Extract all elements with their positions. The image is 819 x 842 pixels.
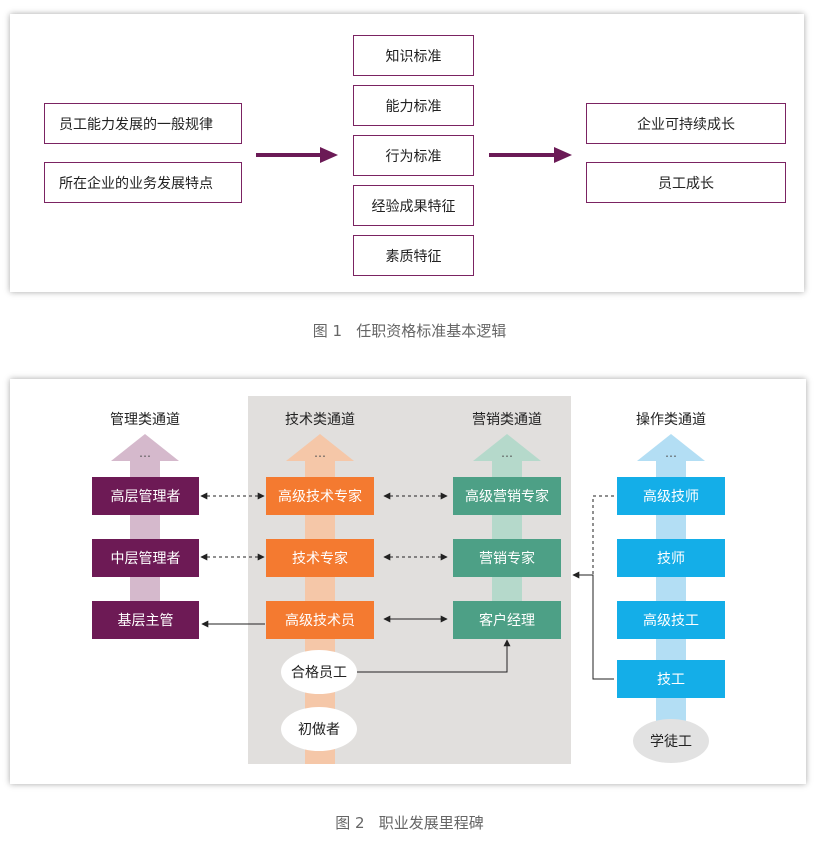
management-channel-title: 管理类通道 (110, 412, 180, 428)
operation-level-1: 高级技师 (617, 477, 725, 515)
management-ellipsis: … (139, 446, 151, 460)
management-level-3: 基层主管 (92, 601, 199, 639)
standard-label: 素质特征 (385, 248, 442, 265)
output-box-2: 员工成长 (586, 162, 786, 203)
input-label: 所在企业的业务发展特点 (59, 175, 213, 192)
marketing-ellipsis: … (501, 446, 513, 460)
standard-label: 经验成果特征 (371, 198, 456, 215)
management-level-2: 中层管理者 (92, 539, 199, 577)
operation-level-3: 高级技工 (617, 601, 725, 639)
arrow-standards-to-outputs (489, 147, 572, 163)
operation-ellipsis: … (665, 446, 677, 460)
input-box-2: 所在企业的业务发展特点 (44, 162, 242, 203)
beginner-node: 初做者 (281, 707, 357, 751)
arrow-inputs-to-standards (256, 147, 338, 163)
technical-level-3: 高级技术员 (266, 601, 374, 639)
operation-level-2: 技师 (617, 539, 725, 577)
operation-channel-title: 操作类通道 (636, 412, 706, 428)
standard-box-3: 行为标准 (353, 135, 474, 176)
standard-label: 行为标准 (385, 148, 442, 165)
standard-box-5: 素质特征 (353, 235, 474, 276)
input-label: 员工能力发展的一般规律 (59, 116, 213, 133)
management-level-1: 高层管理者 (92, 477, 199, 515)
technical-level-1: 高级技术专家 (266, 477, 374, 515)
marketing-level-2: 营销专家 (453, 539, 561, 577)
standard-label: 能力标准 (385, 98, 442, 115)
output-label: 员工成长 (658, 175, 714, 192)
output-box-1: 企业可持续成长 (586, 103, 786, 144)
apprentice-node: 学徒工 (633, 719, 709, 763)
marketing-level-3: 客户经理 (453, 601, 561, 639)
connector-qualified-to-account (357, 639, 511, 673)
figure2-caption: 图 2 职业发展里程碑 (335, 814, 484, 832)
figure1-caption: 图 1 任职资格标准基本逻辑 (312, 322, 507, 340)
marketing-channel-title: 营销类通道 (472, 412, 542, 428)
standard-box-4: 经验成果特征 (353, 185, 474, 226)
standard-box-2: 能力标准 (353, 85, 474, 126)
standard-label: 知识标准 (385, 48, 442, 65)
operation-level-4: 技工 (617, 660, 725, 698)
marketing-level-1: 高级营销专家 (453, 477, 561, 515)
input-box-1: 员工能力发展的一般规律 (44, 103, 242, 144)
connector-operation-dashed (592, 495, 614, 574)
qualified-employee-node: 合格员工 (281, 650, 357, 694)
technical-channel-title: 技术类通道 (285, 412, 355, 428)
technical-ellipsis: … (314, 446, 326, 460)
connector-operation-solid (572, 571, 614, 680)
technical-level-2: 技术专家 (266, 539, 374, 577)
standard-box-1: 知识标准 (353, 35, 474, 76)
output-label: 企业可持续成长 (637, 116, 735, 133)
